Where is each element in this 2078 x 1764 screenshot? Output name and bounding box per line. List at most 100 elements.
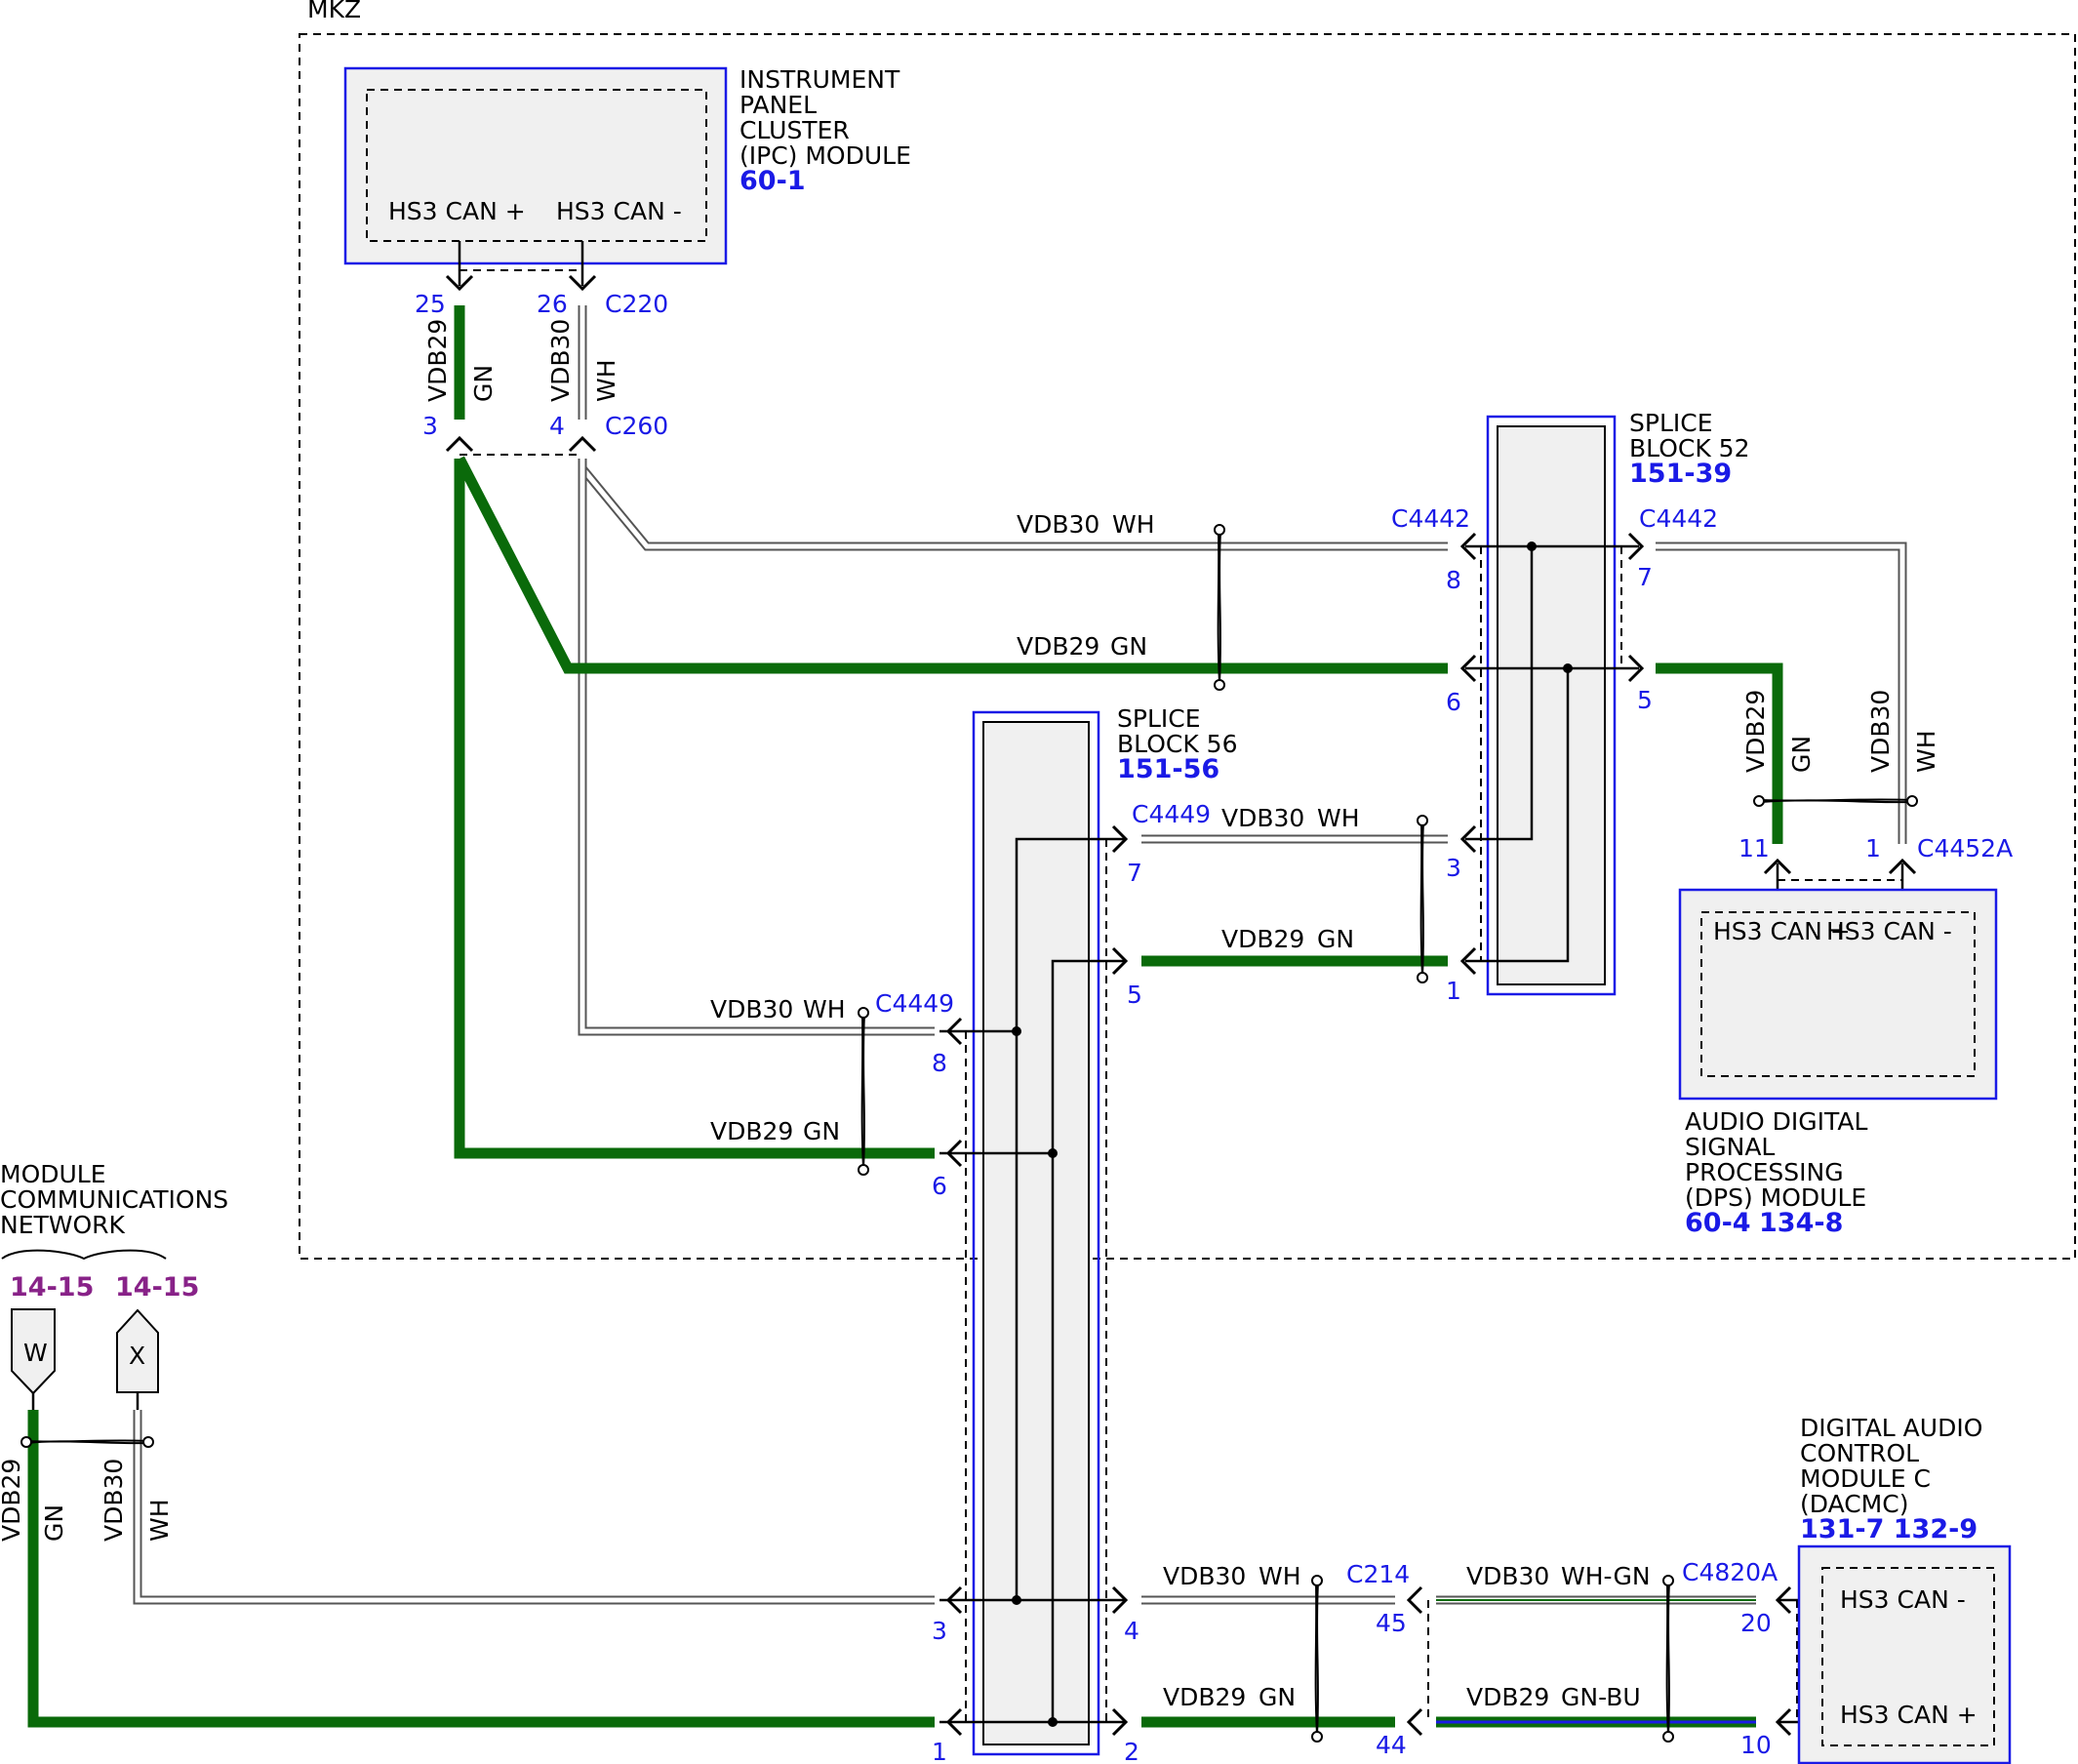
wire-wh-gn-dacmc: WH-GN	[1561, 1562, 1651, 1590]
pin-2-s56: 2	[1124, 1738, 1139, 1764]
ipc-name-3: CLUSTER	[739, 116, 850, 144]
mcn-name-1: MODULE	[0, 1160, 106, 1188]
mkz-boundary: MKZ	[299, 0, 2076, 1260]
dps-name-2: SIGNAL	[1685, 1133, 1775, 1161]
pin-11-dps: 11	[1738, 834, 1770, 862]
dacmc-ref: 131-7 132-9	[1800, 1514, 1978, 1544]
c4452a-label: C4452A	[1917, 834, 2013, 862]
wire-vdb30-low: VDB30	[1163, 1562, 1246, 1590]
dacmc-name-1: DIGITAL AUDIO	[1800, 1414, 1982, 1442]
wire-wh-mcn: WH	[145, 1499, 174, 1542]
dps-name-1: AUDIO DIGITAL	[1685, 1107, 1867, 1136]
ipc-module: HS3 CAN + HS3 CAN - INSTRUMENT PANEL CLU…	[343, 65, 911, 265]
wire-gn-mcn: GN	[40, 1504, 68, 1542]
c220-arrow-25	[445, 274, 474, 292]
c4442-left-label: C4442	[1391, 504, 1470, 533]
wire-gn-bu-dacmc: GN-BU	[1561, 1683, 1641, 1711]
wire-wh-mid: WH	[1317, 804, 1360, 832]
pin-44: 44	[1376, 1731, 1407, 1759]
dacmc-name-2: CONTROL	[1800, 1439, 1919, 1467]
wire-vdb29-dacmc: VDB29	[1466, 1683, 1549, 1711]
wire-vdb29-low: VDB29	[1163, 1683, 1246, 1711]
wire-gn-low: GN	[1259, 1683, 1296, 1711]
dacmc-name-4: (DACMC)	[1800, 1490, 1908, 1518]
dps-module: HS3 CAN + HS3 CAN - AUDIO DIGITAL SIGNAL…	[1678, 888, 1998, 1238]
wire-vdb30-dps: VDB30	[1866, 690, 1895, 773]
mcn-ref-x: 14-15	[115, 1272, 199, 1303]
pin-5-s56: 5	[1127, 981, 1142, 1009]
c260-label: C260	[605, 412, 668, 440]
wire-gn-mid: GN	[1317, 925, 1354, 953]
wire-wh-dps: WH	[1912, 730, 1940, 773]
c260-arrow-4	[568, 435, 597, 453]
pin-8-s52: 8	[1446, 566, 1461, 594]
splice56-name-2: BLOCK 56	[1117, 730, 1237, 758]
twist-marker-low	[1314, 1582, 1318, 1736]
c4449-top-label: C4449	[1132, 800, 1211, 828]
mcn-group: MODULE COMMUNICATIONS NETWORK 14-15 14-1…	[0, 1160, 228, 1395]
wire-vdb30-label-ipc: VDB30	[546, 319, 575, 402]
pin-7-s52: 7	[1637, 563, 1653, 591]
pin-3-s56: 3	[932, 1617, 947, 1645]
splice52-ref: 151-39	[1629, 459, 1732, 489]
wire-vdb29-dps: VDB29	[1741, 690, 1770, 773]
wire-wh-left: WH	[803, 995, 846, 1023]
pin-1-dps: 1	[1865, 834, 1881, 862]
mcn-conn-w: W	[23, 1339, 48, 1367]
ipc-name-2: PANEL	[739, 91, 817, 119]
wire-vdb29-upper: VDB29	[1017, 632, 1099, 661]
dacmc-pin-minus: HS3 CAN -	[1840, 1585, 1966, 1614]
pin-4-s56: 4	[1124, 1617, 1139, 1645]
splice52-name-2: BLOCK 52	[1629, 434, 1749, 462]
twist-marker-mid	[1419, 822, 1423, 977]
wire-vdb30-left: VDB30	[710, 995, 793, 1023]
mcn-brace	[1, 1249, 167, 1261]
c214-label: C214	[1346, 1560, 1410, 1588]
ipc-pin-plus: HS3 CAN +	[388, 197, 526, 225]
wire-gn-label-ipc: GN	[469, 365, 498, 402]
splice56-ref: 151-56	[1117, 754, 1219, 784]
ipc-name-4: (IPC) MODULE	[739, 141, 911, 170]
c4442-right-label: C4442	[1639, 504, 1718, 533]
pin-20: 20	[1740, 1609, 1772, 1637]
dps-pin-plus: HS3 CAN +	[1713, 917, 1851, 945]
pin-3-c260: 3	[422, 412, 438, 440]
wire-gn-left: GN	[803, 1117, 840, 1145]
twist-marker-left	[860, 1014, 864, 1169]
c220-label: C220	[605, 290, 668, 318]
ipc-pin-minus: HS3 CAN -	[556, 197, 682, 225]
pin-3-s52: 3	[1446, 854, 1461, 882]
pin-26: 26	[537, 290, 568, 318]
wire-vdb30-mcn: VDB30	[100, 1459, 128, 1542]
wire-vdb29-mcn: VDB29	[0, 1459, 25, 1542]
c220-arrow-26	[568, 274, 597, 292]
wire-gn-dps: GN	[1787, 736, 1816, 773]
mcn-name-3: NETWORK	[0, 1211, 126, 1239]
splice-block-56: SPLICE BLOCK 56 151-56	[972, 704, 1237, 1756]
c4820a-label: C4820A	[1682, 1558, 1778, 1586]
c4449-left-label: C4449	[875, 989, 954, 1018]
connector-w-icon	[11, 1308, 56, 1395]
dps-ref-1: 60-4	[1685, 1208, 1751, 1238]
wire-gn-upper: GN	[1110, 632, 1147, 661]
pin-7-s56: 7	[1127, 859, 1142, 887]
dps-pin-minus: HS3 CAN -	[1826, 917, 1952, 945]
mcn-ref-w: 14-15	[10, 1272, 94, 1303]
connector-x-icon	[116, 1308, 159, 1393]
pin-6-s52: 6	[1446, 688, 1461, 716]
pin-4-c260: 4	[549, 412, 565, 440]
pin-6-s56: 6	[932, 1172, 947, 1200]
splice-block-52: SPLICE BLOCK 52 151-39	[1486, 409, 1749, 996]
wire-vdb30-mid: VDB30	[1221, 804, 1304, 832]
dps-ref-2: 134-8	[1759, 1208, 1843, 1238]
mcn-conn-x: X	[129, 1342, 145, 1370]
wire-wh-label-ipc: WH	[592, 359, 620, 402]
dacmc-name-3: MODULE C	[1800, 1464, 1931, 1493]
pin-1-s52: 1	[1446, 977, 1461, 1005]
wire-vdb30-dacmc: VDB30	[1466, 1562, 1549, 1590]
pin-1-s56: 1	[932, 1738, 947, 1764]
ipc-ref: 60-1	[739, 166, 806, 196]
dacmc-module: HS3 CAN - HS3 CAN + DIGITAL AUDIO CONTRO…	[1797, 1414, 2012, 1764]
wire-vdb29-label-ipc: VDB29	[423, 319, 452, 402]
